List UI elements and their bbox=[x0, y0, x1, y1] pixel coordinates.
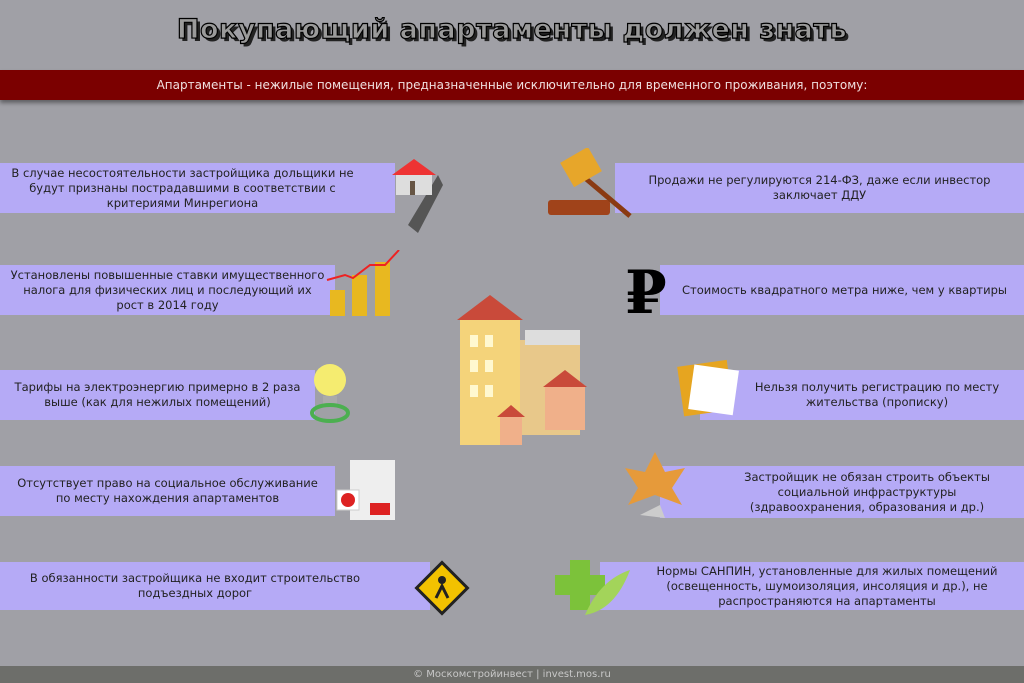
gavel-icon bbox=[548, 148, 632, 218]
footer-credit: © Москомстройинвест | invest.mos.ru bbox=[0, 666, 1024, 683]
right-item-1: Продажи не регулируются 214-ФЗ, даже есл… bbox=[615, 163, 1024, 213]
ruble-icon: ₽ bbox=[625, 258, 667, 328]
apartment-building-illustration bbox=[457, 295, 587, 445]
right-item-3: Нельзя получить регистрацию по месту жит… bbox=[700, 370, 1024, 420]
maple-leaf-bell-icon bbox=[625, 452, 685, 518]
lightbulb-icon bbox=[310, 364, 350, 423]
cracked-house-icon bbox=[392, 159, 443, 233]
hospital-icon bbox=[336, 460, 395, 520]
left-item-3: Тарифы на электроэнергию примерно в 2 ра… bbox=[0, 370, 315, 420]
left-item-5: В обязанности застройщика не входит стро… bbox=[0, 562, 430, 610]
subtitle-bar: Апартаменты - нежилые помещения, предназ… bbox=[0, 70, 1024, 100]
left-item-1: В случае несостоятельности застройщика д… bbox=[0, 163, 395, 213]
right-item-5: Нормы САНПИН, установленные для жилых по… bbox=[600, 562, 1024, 610]
road-work-sign-icon bbox=[414, 560, 470, 616]
documents-folder-icon bbox=[677, 359, 739, 417]
left-item-4: Отсутствует право на социальное обслужив… bbox=[0, 466, 335, 516]
right-item-2: Стоимость квадратного метра ниже, чем у … bbox=[660, 265, 1024, 315]
page-title: Покупающий апартаменты должен знать bbox=[176, 13, 848, 45]
eco-health-cross-icon bbox=[555, 560, 630, 615]
right-item-4: Застройщик не обязан строить объекты соц… bbox=[660, 466, 1024, 518]
left-item-2: Установлены повышенные ставки имуществен… bbox=[0, 265, 335, 315]
coins-growth-icon bbox=[326, 250, 400, 316]
